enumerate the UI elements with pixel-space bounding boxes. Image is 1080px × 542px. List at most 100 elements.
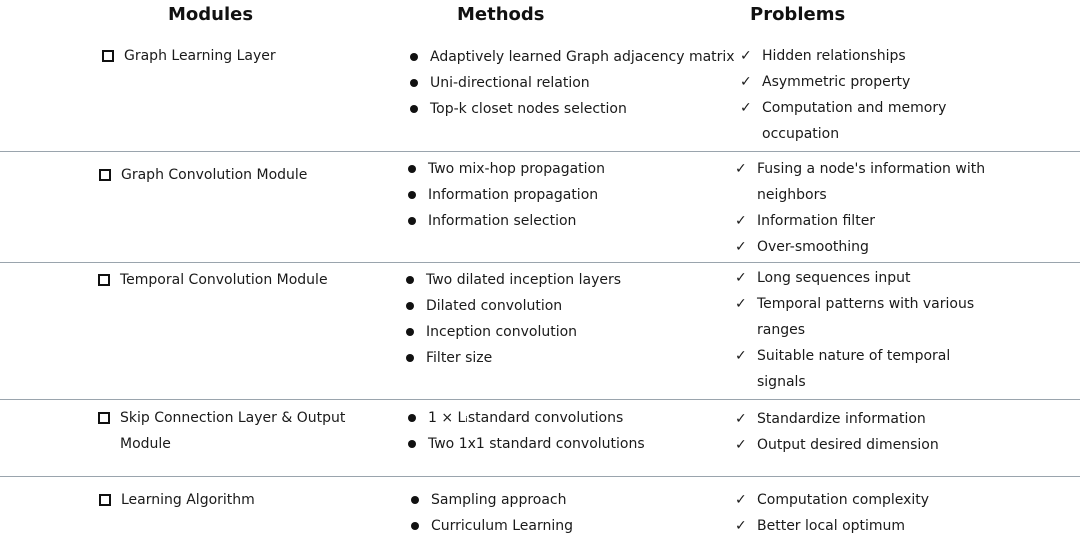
module-cell: Skip Connection Layer & Output Module [98, 405, 368, 457]
bullet-dot-icon [408, 165, 416, 173]
method-label: Information selection [428, 213, 577, 229]
methods-cell: Two mix-hop propagation Information prop… [405, 156, 725, 234]
module-item: Graph Convolution Module [99, 162, 369, 188]
problem-item: ✓ Better local optimum [735, 513, 995, 539]
problem-item: ✓Hidden relationships [740, 43, 965, 69]
method-item: Dilated convolution [403, 293, 723, 319]
method-label: Curriculum Learning [431, 518, 574, 534]
bullet-dot-icon [406, 302, 414, 310]
module-item: Learning Algorithm [99, 487, 359, 513]
bullet-dot-icon [411, 496, 419, 504]
module-cell: Temporal Convolution Module [98, 267, 378, 293]
method-item: Sampling approach [408, 487, 728, 513]
checkmark-icon: ✓ [735, 270, 747, 286]
problems-cell: ✓Standardize information ✓Output desired… [735, 406, 995, 458]
method-item: Uni-directional relation [407, 70, 737, 96]
problem-item: ✓ Computation and memory occupation [740, 95, 965, 147]
methods-cell: Adaptively learned Graph adjacency matri… [407, 44, 737, 122]
method-label: Dilated convolution [426, 298, 563, 314]
method-label: Inception convolution [426, 324, 578, 340]
module-label: Skip Connection Layer & Output Module [120, 410, 346, 452]
bullet-dot-icon [408, 217, 416, 225]
module-label: Learning Algorithm [121, 492, 255, 508]
hollow-square-icon [98, 412, 110, 424]
method-item: Information selection [405, 208, 725, 234]
bullet-dot-icon [410, 53, 418, 61]
problem-label: Long sequences input [757, 270, 911, 286]
problem-label: Output desired dimension [757, 437, 939, 453]
bullet-dot-icon [408, 191, 416, 199]
row-divider [0, 262, 1080, 263]
problem-item: ✓ Long sequences input [735, 265, 985, 291]
methods-cell: 1 × Lᵢstandard convolutions Two 1x1 stan… [405, 405, 725, 457]
problem-item: ✓Output desired dimension [735, 432, 995, 458]
problem-label: Fusing a node's information with neighbo… [757, 161, 986, 203]
problem-label: Over-smoothing [757, 239, 869, 255]
checkmark-icon: ✓ [735, 213, 747, 229]
problem-label: Asymmetric property [762, 74, 911, 90]
checkmark-icon: ✓ [740, 48, 752, 64]
checkmark-icon: ✓ [740, 74, 752, 90]
bullet-dot-icon [408, 414, 416, 422]
bullet-dot-icon [406, 354, 414, 362]
method-label: Two 1x1 standard convolutions [428, 436, 645, 452]
method-item: Top-k closet nodes selection [407, 96, 737, 122]
problem-label: Computation and memory occupation [762, 100, 947, 142]
row-divider [0, 476, 1080, 477]
problem-item: ✓ Suitable nature of temporal signals [735, 343, 985, 395]
checkmark-icon: ✓ [735, 492, 747, 508]
problem-item: ✓ Fusing a node's information with neighb… [735, 156, 995, 208]
problems-cell: ✓ Fusing a node's information with neighb… [735, 156, 995, 260]
method-label: Information propagation [428, 187, 599, 203]
method-label: Adaptively learned Graph adjacency matri… [430, 49, 735, 65]
method-item: Information propagation [405, 182, 725, 208]
bullet-dot-icon [406, 328, 414, 336]
problem-label: Temporal patterns with various ranges [757, 296, 975, 338]
checkmark-icon: ✓ [735, 518, 747, 534]
problem-label: Standardize information [757, 411, 926, 427]
module-cell: Learning Algorithm [99, 487, 359, 513]
problem-item: ✓ Computation complexity [735, 487, 995, 513]
method-label: Top-k closet nodes selection [430, 101, 627, 117]
method-item: Filter size [403, 345, 723, 371]
method-label: 1 × Lᵢstandard convolutions [428, 410, 624, 426]
bullet-dot-icon [410, 105, 418, 113]
problem-label: Computation complexity [757, 492, 930, 508]
problem-item: ✓ Temporal patterns with various ranges [735, 291, 985, 343]
module-cell: Graph Convolution Module [99, 162, 369, 188]
problem-label: Information filter [757, 213, 876, 229]
problems-cell: ✓ Long sequences input ✓ Temporal patterns… [735, 265, 985, 395]
method-item: Two mix-hop propagation [405, 156, 725, 182]
problem-item: ✓ Over-smoothing [735, 234, 995, 260]
module-label: Temporal Convolution Module [120, 272, 328, 288]
method-label: Sampling approach [431, 492, 567, 508]
method-label: Two dilated inception layers [426, 272, 622, 288]
module-label: Graph Convolution Module [121, 167, 308, 183]
problem-label: Suitable nature of temporal signals [757, 348, 951, 390]
hollow-square-icon [102, 50, 114, 62]
problem-item: ✓ Information filter [735, 208, 995, 234]
checkmark-icon: ✓ [735, 348, 747, 364]
bullet-dot-icon [410, 79, 418, 87]
method-item: Two 1x1 standard convolutions [405, 431, 725, 457]
checkmark-icon: ✓ [735, 239, 747, 255]
method-item: Adaptively learned Graph adjacency matri… [407, 44, 737, 70]
methods-header: Methods [457, 4, 545, 25]
method-label: Two mix-hop propagation [428, 161, 605, 177]
method-item: Curriculum Learning [408, 513, 728, 539]
problems-cell: ✓ Computation complexity ✓ Better local op… [735, 487, 995, 539]
methods-cell: Two dilated inception layers Dilated con… [403, 267, 723, 371]
checkmark-icon: ✓ [735, 296, 747, 312]
hollow-square-icon [99, 169, 111, 181]
method-item: 1 × Lᵢstandard convolutions [405, 405, 725, 431]
module-item: Graph Learning Layer [102, 43, 362, 69]
module-item: Temporal Convolution Module [98, 267, 378, 293]
methods-cell: Sampling approach Curriculum Learning [408, 487, 728, 539]
problem-label: Better local optimum [757, 518, 906, 534]
problems-cell: ✓Hidden relationships ✓ Asymmetric proper… [740, 43, 965, 147]
modules-header: Modules [168, 4, 254, 25]
checkmark-icon: ✓ [735, 161, 747, 177]
problem-item: ✓Standardize information [735, 406, 995, 432]
module-label: Graph Learning Layer [124, 48, 276, 64]
checkmark-icon: ✓ [740, 100, 752, 116]
